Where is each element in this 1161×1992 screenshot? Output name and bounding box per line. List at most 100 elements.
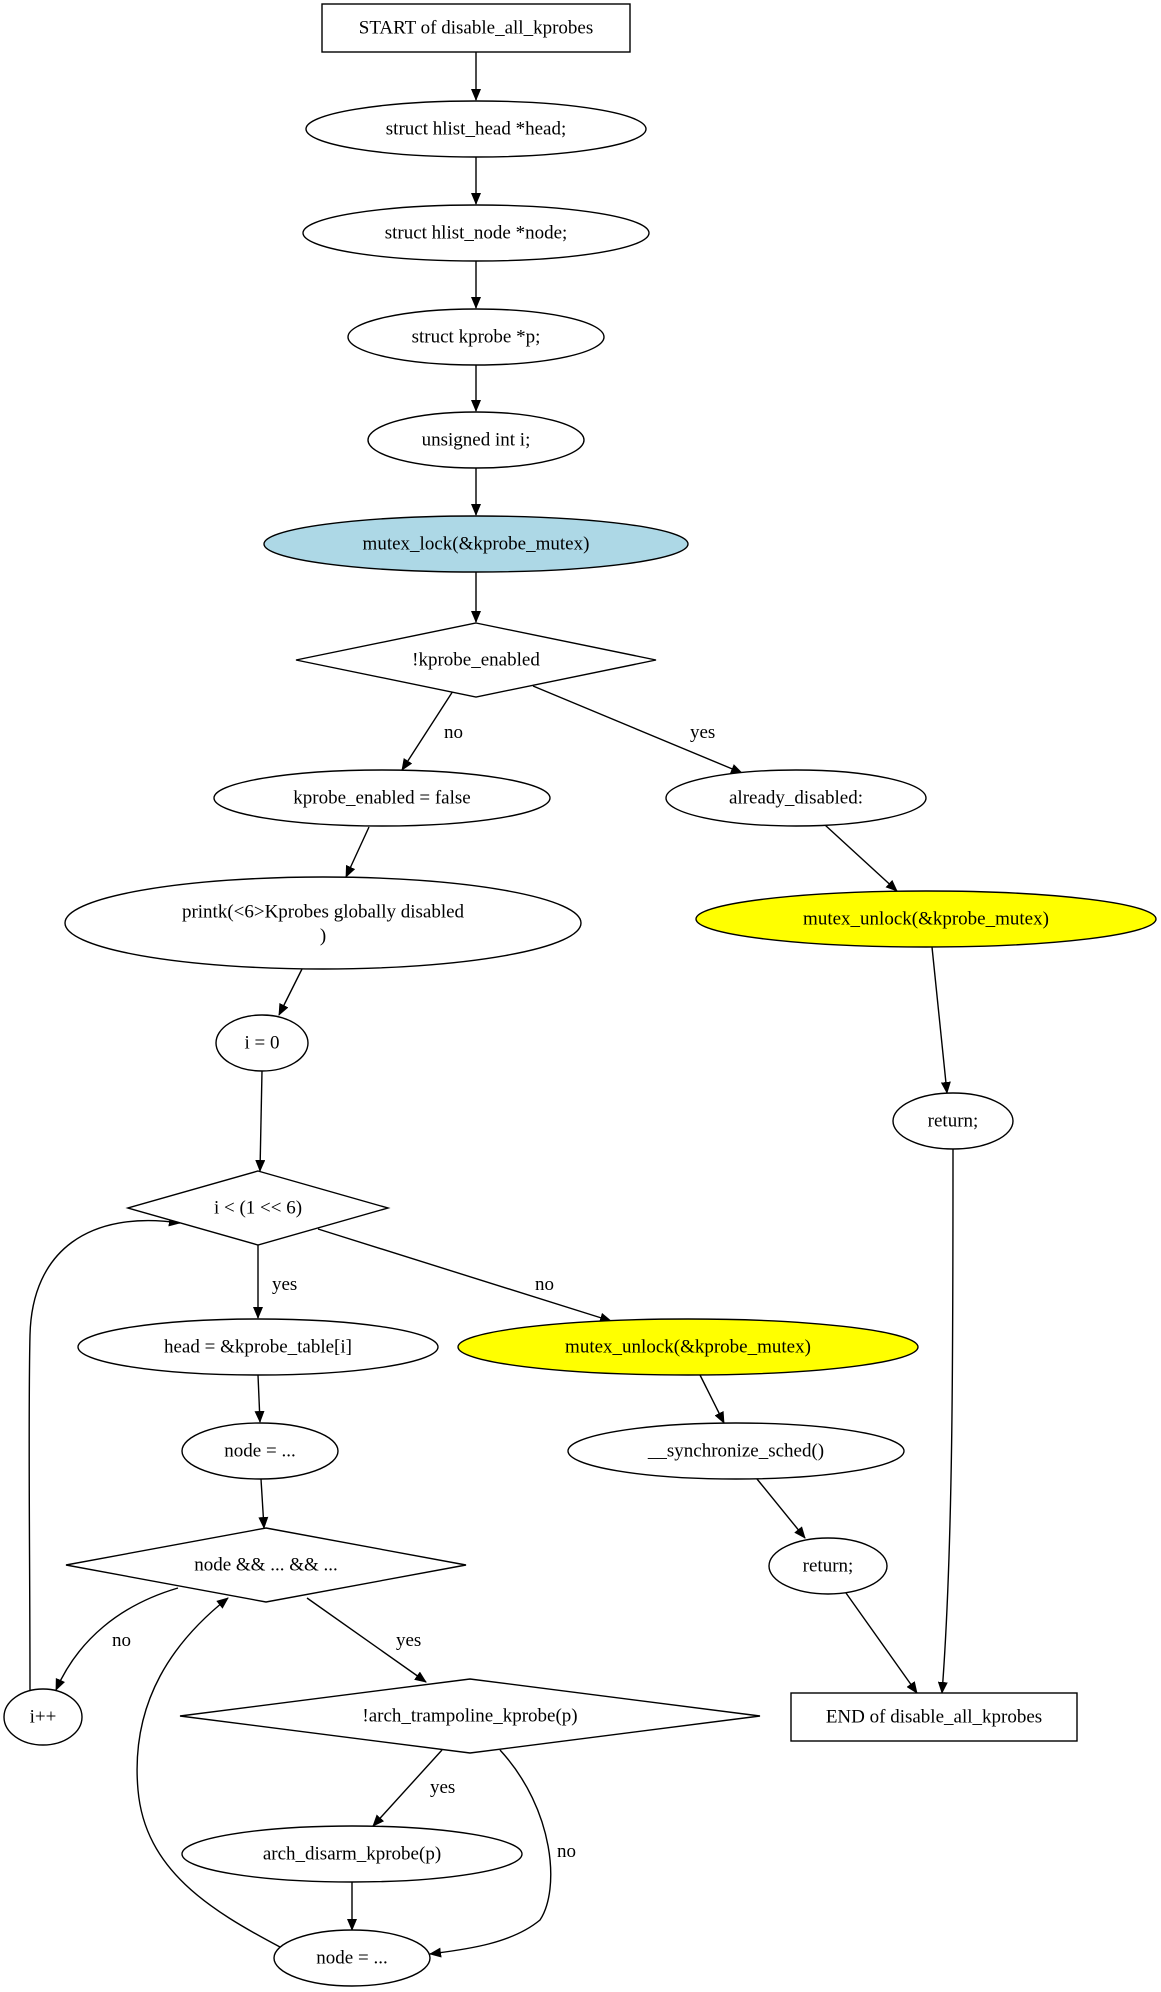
node-ellipse-shape bbox=[367, 411, 585, 469]
edge-node-next-to-cond-node bbox=[136, 1597, 281, 1948]
edge-label-no: no bbox=[535, 1274, 554, 1295]
node-decl-i: unsigned int i; bbox=[367, 411, 585, 469]
node-label: i < (1 << 6) bbox=[214, 1198, 302, 1219]
node-label: ) bbox=[320, 926, 326, 947]
node-head-assign: head = &kprobe_table[i] bbox=[77, 1318, 439, 1376]
node-label: kprobe_enabled = false bbox=[293, 788, 470, 809]
node-label: START of disable_all_kprobes bbox=[359, 18, 593, 39]
node-diamond-shape bbox=[125, 1170, 391, 1246]
node-box-shape bbox=[321, 3, 631, 53]
edge-cond-tramp-to-node-next bbox=[429, 1749, 552, 1958]
node-ellipse-shape bbox=[695, 890, 1157, 948]
node-label: already_disabled: bbox=[729, 788, 863, 809]
node-ellipse-shape bbox=[302, 204, 650, 262]
edge-unlock-a-to-return-a bbox=[931, 946, 951, 1094]
node-diamond-shape bbox=[179, 1678, 761, 1754]
node-ellipse-shape bbox=[181, 1422, 339, 1480]
node-label: struct hlist_node *node; bbox=[385, 223, 568, 244]
edge-cond-loop-to-unlock-b bbox=[317, 1228, 612, 1323]
node-ellipse-shape bbox=[347, 308, 605, 366]
edge-label-yes: yes bbox=[272, 1274, 297, 1295]
node-end: END of disable_all_kprobes bbox=[790, 1692, 1078, 1742]
edge-cond-tramp-to-arch-disarm bbox=[372, 1749, 443, 1827]
node-decl-p: struct kprobe *p; bbox=[347, 308, 605, 366]
node-return-a: return; bbox=[892, 1092, 1014, 1150]
edge-label-yes: yes bbox=[430, 1777, 455, 1798]
node-ellipse-shape bbox=[263, 515, 689, 573]
node-label: i = 0 bbox=[245, 1033, 280, 1054]
edge-return-b-to-end bbox=[845, 1592, 918, 1694]
node-cond-enabled: !kprobe_enabled bbox=[295, 622, 657, 698]
node-ellipse-shape bbox=[3, 1688, 83, 1746]
node-node-assign: node = ... bbox=[181, 1422, 339, 1480]
node-label: printk(<6>Kprobes globally disabled bbox=[182, 902, 465, 923]
node-label: END of disable_all_kprobes bbox=[826, 1707, 1042, 1728]
node-ellipse-shape bbox=[567, 1422, 905, 1480]
node-label: mutex_unlock(&kprobe_mutex) bbox=[803, 909, 1049, 930]
node-node-next: node = ... bbox=[273, 1929, 431, 1987]
node-label: unsigned int i; bbox=[422, 430, 531, 451]
node-ellipse-shape bbox=[77, 1318, 439, 1376]
node-label: __synchronize_sched() bbox=[647, 1441, 824, 1462]
node-decl-head: struct hlist_head *head; bbox=[305, 100, 647, 158]
edge-cond-node-to-i-inc bbox=[55, 1587, 179, 1691]
node-cond-node: node && ... && ... bbox=[65, 1527, 467, 1603]
node-ellipse-shape bbox=[665, 769, 927, 827]
node-ellipse-shape bbox=[892, 1092, 1014, 1150]
node-unlock-a: mutex_unlock(&kprobe_mutex) bbox=[695, 890, 1157, 948]
node-mutex-lock: mutex_lock(&kprobe_mutex) bbox=[263, 515, 689, 573]
edge-sync-sched-to-return-b bbox=[756, 1478, 806, 1539]
node-arch-disarm: arch_disarm_kprobe(p) bbox=[181, 1825, 523, 1883]
edge-cond-enabled-to-already bbox=[532, 685, 743, 774]
node-label: struct kprobe *p; bbox=[412, 327, 541, 348]
node-cond-tramp: !arch_trampoline_kprobe(p) bbox=[179, 1678, 761, 1754]
edge-cond-enabled-to-set-disabled bbox=[401, 690, 454, 771]
node-label: return; bbox=[928, 1111, 979, 1132]
node-sync-sched: __synchronize_sched() bbox=[567, 1422, 905, 1480]
node-return-b: return; bbox=[768, 1537, 888, 1595]
node-label: !arch_trampoline_kprobe(p) bbox=[362, 1706, 577, 1727]
edge-already-to-unlock-a bbox=[824, 824, 898, 892]
node-label: node = ... bbox=[316, 1948, 387, 1969]
node-ellipse-shape bbox=[215, 1014, 309, 1072]
node-label: node = ... bbox=[224, 1441, 295, 1462]
node-label: node && ... && ... bbox=[194, 1555, 338, 1576]
node-box-shape bbox=[790, 1692, 1078, 1742]
edge-return-a-to-end bbox=[937, 1148, 954, 1694]
node-label: return; bbox=[803, 1556, 854, 1577]
node-i-inc: i++ bbox=[3, 1688, 83, 1746]
node-unlock-b: mutex_unlock(&kprobe_mutex) bbox=[457, 1318, 919, 1376]
node-label: !kprobe_enabled bbox=[412, 650, 540, 671]
edge-label-yes: yes bbox=[690, 722, 715, 743]
node-label: i++ bbox=[30, 1707, 57, 1728]
node-label: head = &kprobe_table[i] bbox=[164, 1337, 352, 1358]
node-already: already_disabled: bbox=[665, 769, 927, 827]
node-ellipse-shape bbox=[64, 876, 582, 970]
edge-cond-node-to-cond-tramp bbox=[306, 1597, 427, 1683]
edge-set-disabled-to-printk bbox=[345, 826, 370, 878]
edge-i-inc-to-cond-loop bbox=[28, 1216, 181, 1692]
node-ellipse-shape bbox=[768, 1537, 888, 1595]
node-start: START of disable_all_kprobes bbox=[321, 3, 631, 53]
node-ellipse-shape bbox=[273, 1929, 431, 1987]
node-i-init: i = 0 bbox=[215, 1014, 309, 1072]
edge-node-assign-to-cond-node bbox=[258, 1478, 269, 1529]
node-label: struct hlist_head *head; bbox=[386, 119, 566, 140]
node-cond-loop: i < (1 << 6) bbox=[125, 1170, 391, 1246]
edge-label-no: no bbox=[557, 1841, 576, 1862]
edge-label-no: no bbox=[444, 722, 463, 743]
node-printk: printk(<6>Kprobes globally disabled) bbox=[64, 876, 582, 970]
edge-i-init-to-cond-loop bbox=[255, 1070, 266, 1172]
node-label: mutex_unlock(&kprobe_mutex) bbox=[565, 1337, 811, 1358]
edge-label-no: no bbox=[112, 1630, 131, 1651]
node-ellipse-shape bbox=[213, 769, 551, 827]
edge-head-assign-to-node-assign bbox=[254, 1374, 265, 1423]
node-decl-node: struct hlist_node *node; bbox=[302, 204, 650, 262]
node-ellipse-shape bbox=[181, 1825, 523, 1883]
node-ellipse-shape bbox=[457, 1318, 919, 1376]
node-set-disabled: kprobe_enabled = false bbox=[213, 769, 551, 827]
edge-unlock-b-to-sync-sched bbox=[699, 1374, 725, 1424]
node-diamond-shape bbox=[65, 1527, 467, 1603]
node-label: arch_disarm_kprobe(p) bbox=[263, 1844, 441, 1865]
